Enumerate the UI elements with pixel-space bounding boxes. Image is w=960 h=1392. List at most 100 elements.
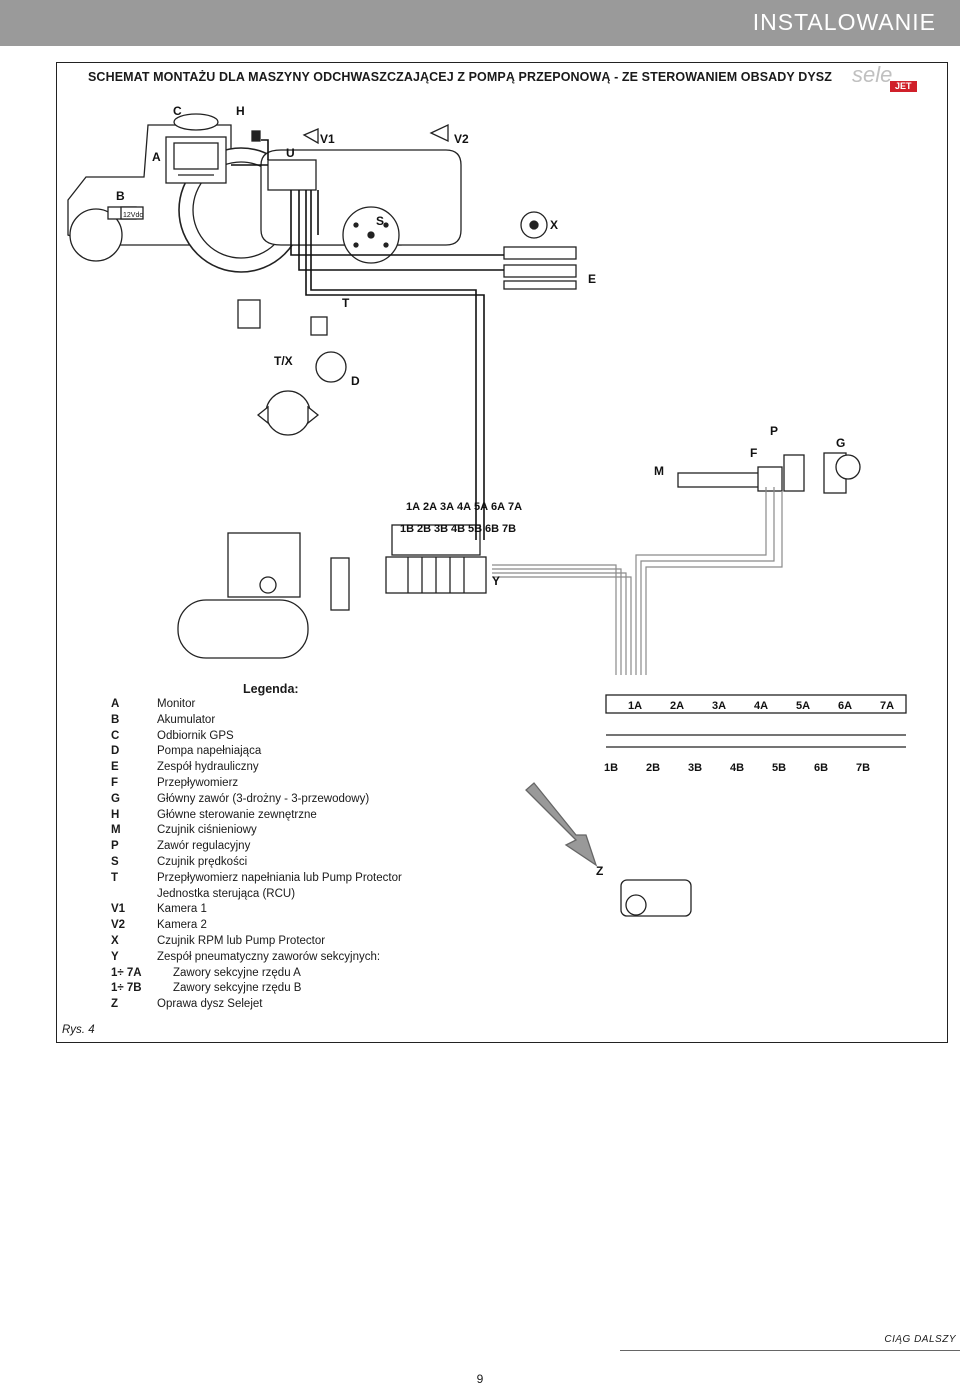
figure-frame [56, 62, 948, 1043]
camera-1-icon [302, 128, 319, 145]
legend-text: Czujnik prędkości [157, 856, 248, 868]
valve-label-a-0: 1A [406, 501, 420, 513]
camera-2-icon [429, 123, 449, 143]
logo-word: sele [852, 62, 893, 87]
label-TX: T/X [274, 354, 293, 368]
label-V1: V1 [320, 132, 335, 146]
boom-label-a-4: 5A [796, 700, 810, 712]
continued-divider [620, 1350, 960, 1351]
boom-label-b-6: 7B [856, 762, 870, 774]
label-X: X [550, 218, 558, 232]
boom-label-b-3: 4B [730, 762, 744, 774]
legend-key: Z [111, 998, 119, 1011]
legend-text: Oprawa dysz Selejet [157, 998, 263, 1011]
boom-label-b-4: 5B [772, 762, 786, 774]
valve-label-b-6: 7B [502, 523, 516, 535]
boom-label-a-3: 4A [754, 700, 768, 712]
legend-text: Przepływomierz [157, 777, 239, 789]
legend-text: Przepływomierz napełniania lub Pump Prot… [157, 871, 402, 884]
filter-icon [237, 299, 261, 329]
legend-text: Odbiornik GPS [157, 729, 234, 742]
label-F: F [750, 446, 757, 460]
label-P: P [770, 424, 778, 438]
page-number: 9 [476, 1372, 484, 1386]
valve-label-b-0: 1B [400, 523, 414, 535]
boom-label-a-1: 2A [670, 700, 684, 712]
legend-text: Kamera 1 [157, 903, 207, 916]
pneumatic-valve-unit [385, 524, 487, 594]
label-H: H [236, 104, 245, 118]
legend-key: Y [111, 950, 119, 963]
legend-title: Legenda: [243, 682, 299, 696]
legend-key: V1 [111, 903, 126, 916]
valve-label-b-3: 4B [451, 523, 465, 535]
valve-label-a-2: 3A [440, 501, 454, 513]
installation-diagram: C H A B 12Vdc U V1 V2 S X E T T/X D M F … [67, 104, 907, 917]
legend-text: Główny zawór (3-drożny - 3-przewodowy) [157, 792, 370, 805]
label-D: D [351, 374, 360, 388]
continued-label: CIĄG DALSZY [884, 1334, 956, 1345]
selejet-logo: sele JET [852, 62, 924, 96]
legend-text: Monitor [157, 698, 196, 710]
header-bar: INSTALOWANIE [0, 0, 960, 46]
label-M: M [654, 464, 664, 478]
legend-key: E [111, 761, 119, 774]
legend-key: 1÷ 7B [111, 982, 142, 995]
valve-label-a-5: 6A [491, 501, 505, 513]
legend-key: H [111, 808, 120, 821]
legend-key: F [111, 777, 119, 789]
boom-label-a-6: 7A [880, 700, 894, 712]
monitor [165, 136, 227, 184]
battery-icon [120, 206, 144, 220]
label-B: B [116, 189, 125, 203]
legend-key: C [111, 729, 120, 742]
legend-key: S [111, 856, 119, 868]
legend-key: B [111, 713, 120, 726]
legend-key: T [111, 871, 119, 884]
legend-text: Jednostka sterująca (RCU) [157, 887, 296, 900]
figure-title: SCHEMAT MONTAŻU DLA MASZYNY ODCHWASZCZAJ… [88, 70, 832, 84]
label-C: C [173, 104, 182, 118]
label-S: S [376, 214, 384, 228]
fill-pump [315, 351, 347, 383]
figure-label: Rys. 4 [62, 1024, 95, 1036]
valve-label-b-2: 3B [434, 523, 448, 535]
legend-key: M [111, 824, 121, 837]
label-U: U [286, 146, 295, 160]
boom-label-a-5: 6A [838, 700, 852, 712]
valve-label-b-1: 2B [417, 523, 431, 535]
rcu-box [267, 159, 317, 191]
label-T: T [342, 296, 350, 310]
boom-label-b-5: 6B [814, 762, 828, 774]
logo-sub: JET [890, 81, 917, 92]
legend-key: V2 [111, 919, 126, 932]
arrow-to-z [525, 782, 598, 867]
legend-text: Główne sterowanie zewnętrzne [157, 808, 317, 821]
valve-label-b-5: 6B [485, 523, 499, 535]
legend-text: Zawory sekcyjne rzędu B [173, 982, 302, 995]
legend-key: P [111, 840, 119, 853]
legend-text: Zawór regulacyjny [157, 840, 251, 853]
nozzle-body-selejet [620, 879, 692, 917]
label-A: A [152, 150, 161, 164]
air-filter [330, 557, 350, 611]
boom-label-b-1: 2B [646, 762, 660, 774]
label-G: G [836, 436, 845, 450]
legend-key: X [111, 935, 119, 947]
gps-receiver [173, 113, 219, 131]
boom-label-a-2: 3A [712, 700, 726, 712]
valve-label-b-4: 5B [468, 523, 482, 535]
legend-text: Pompa napełniająca [157, 745, 262, 758]
boom-label-b-2: 3B [688, 762, 702, 774]
diaphragm-pump [256, 390, 320, 436]
signal-wires [231, 139, 504, 540]
legend-key: A [111, 698, 120, 710]
air-compressor [177, 532, 309, 659]
main-control-icon [251, 130, 261, 142]
legend-text: Czujnik ciśnieniowy [157, 824, 257, 837]
legend-text: Zespół pneumatyczny zaworów sekcyjnych: [157, 950, 381, 963]
boom [605, 694, 907, 748]
